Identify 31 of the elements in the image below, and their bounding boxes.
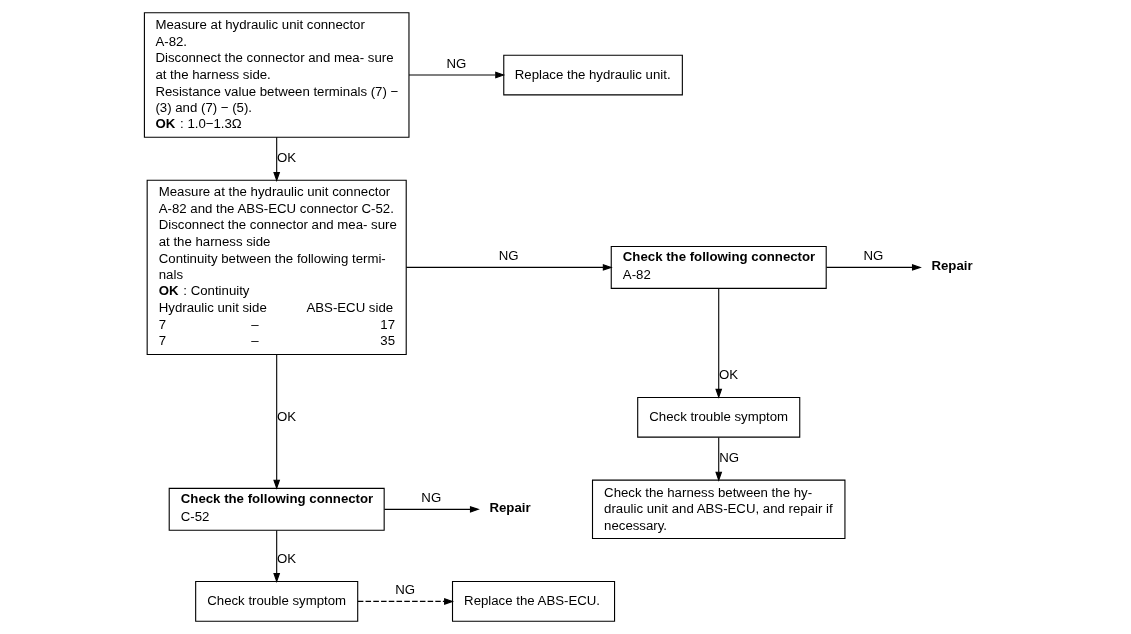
arrow [715, 287, 723, 399]
edge-label: NG [421, 490, 442, 506]
edge-label: NG [719, 450, 740, 466]
arrow [408, 71, 506, 79]
node-box: Check trouble symptom [637, 396, 801, 438]
node-box: Check the harness between the hy- draulic unit and ABS-ECU, and repair if necessary. [591, 479, 846, 540]
arrow [825, 263, 922, 271]
arrow [273, 354, 281, 490]
node-text: Repair [931, 258, 973, 274]
arrow [273, 136, 281, 182]
arrow [715, 436, 723, 482]
node-box: Check trouble symptom [195, 581, 359, 622]
arrow [357, 597, 455, 605]
node-box: Check the following connector A-82 [610, 245, 827, 289]
edge-label: OK [277, 408, 297, 424]
edge-label: OK [277, 150, 297, 166]
edge-label: NG [446, 55, 467, 71]
arrow [383, 505, 480, 513]
node-box: Replace the ABS-ECU. [451, 581, 616, 622]
node-box: Check the following connector C-52 [168, 487, 385, 531]
arrow [405, 263, 613, 271]
edge-label: OK [719, 367, 739, 383]
node-text: Repair [489, 500, 531, 516]
arrow [273, 529, 281, 583]
edge-label: OK [277, 551, 297, 567]
node-box: Replace the hydraulic unit. [503, 54, 683, 96]
edge-label: NG [498, 248, 519, 264]
node-box: Measure at the hydraulic unit connector A-82 and the ABS-ECU connector C-52. Disconnect the connector and mea- sure at the harness side Continuity between the following termi- nals OK : Continuity Hydraulic unit side ABS-ECU side 7 – 17 7 – 35 [146, 179, 407, 356]
node-box: Measure at hydraulic unit connector A-82. Disconnect the connector and mea- sure at the harness side. Resistance value between terminals (7) − (3) and (7) − (5). OK : 1.0−1.3Ω [143, 12, 410, 138]
edge-label: NG [863, 248, 884, 264]
edge-label: NG [395, 582, 416, 598]
